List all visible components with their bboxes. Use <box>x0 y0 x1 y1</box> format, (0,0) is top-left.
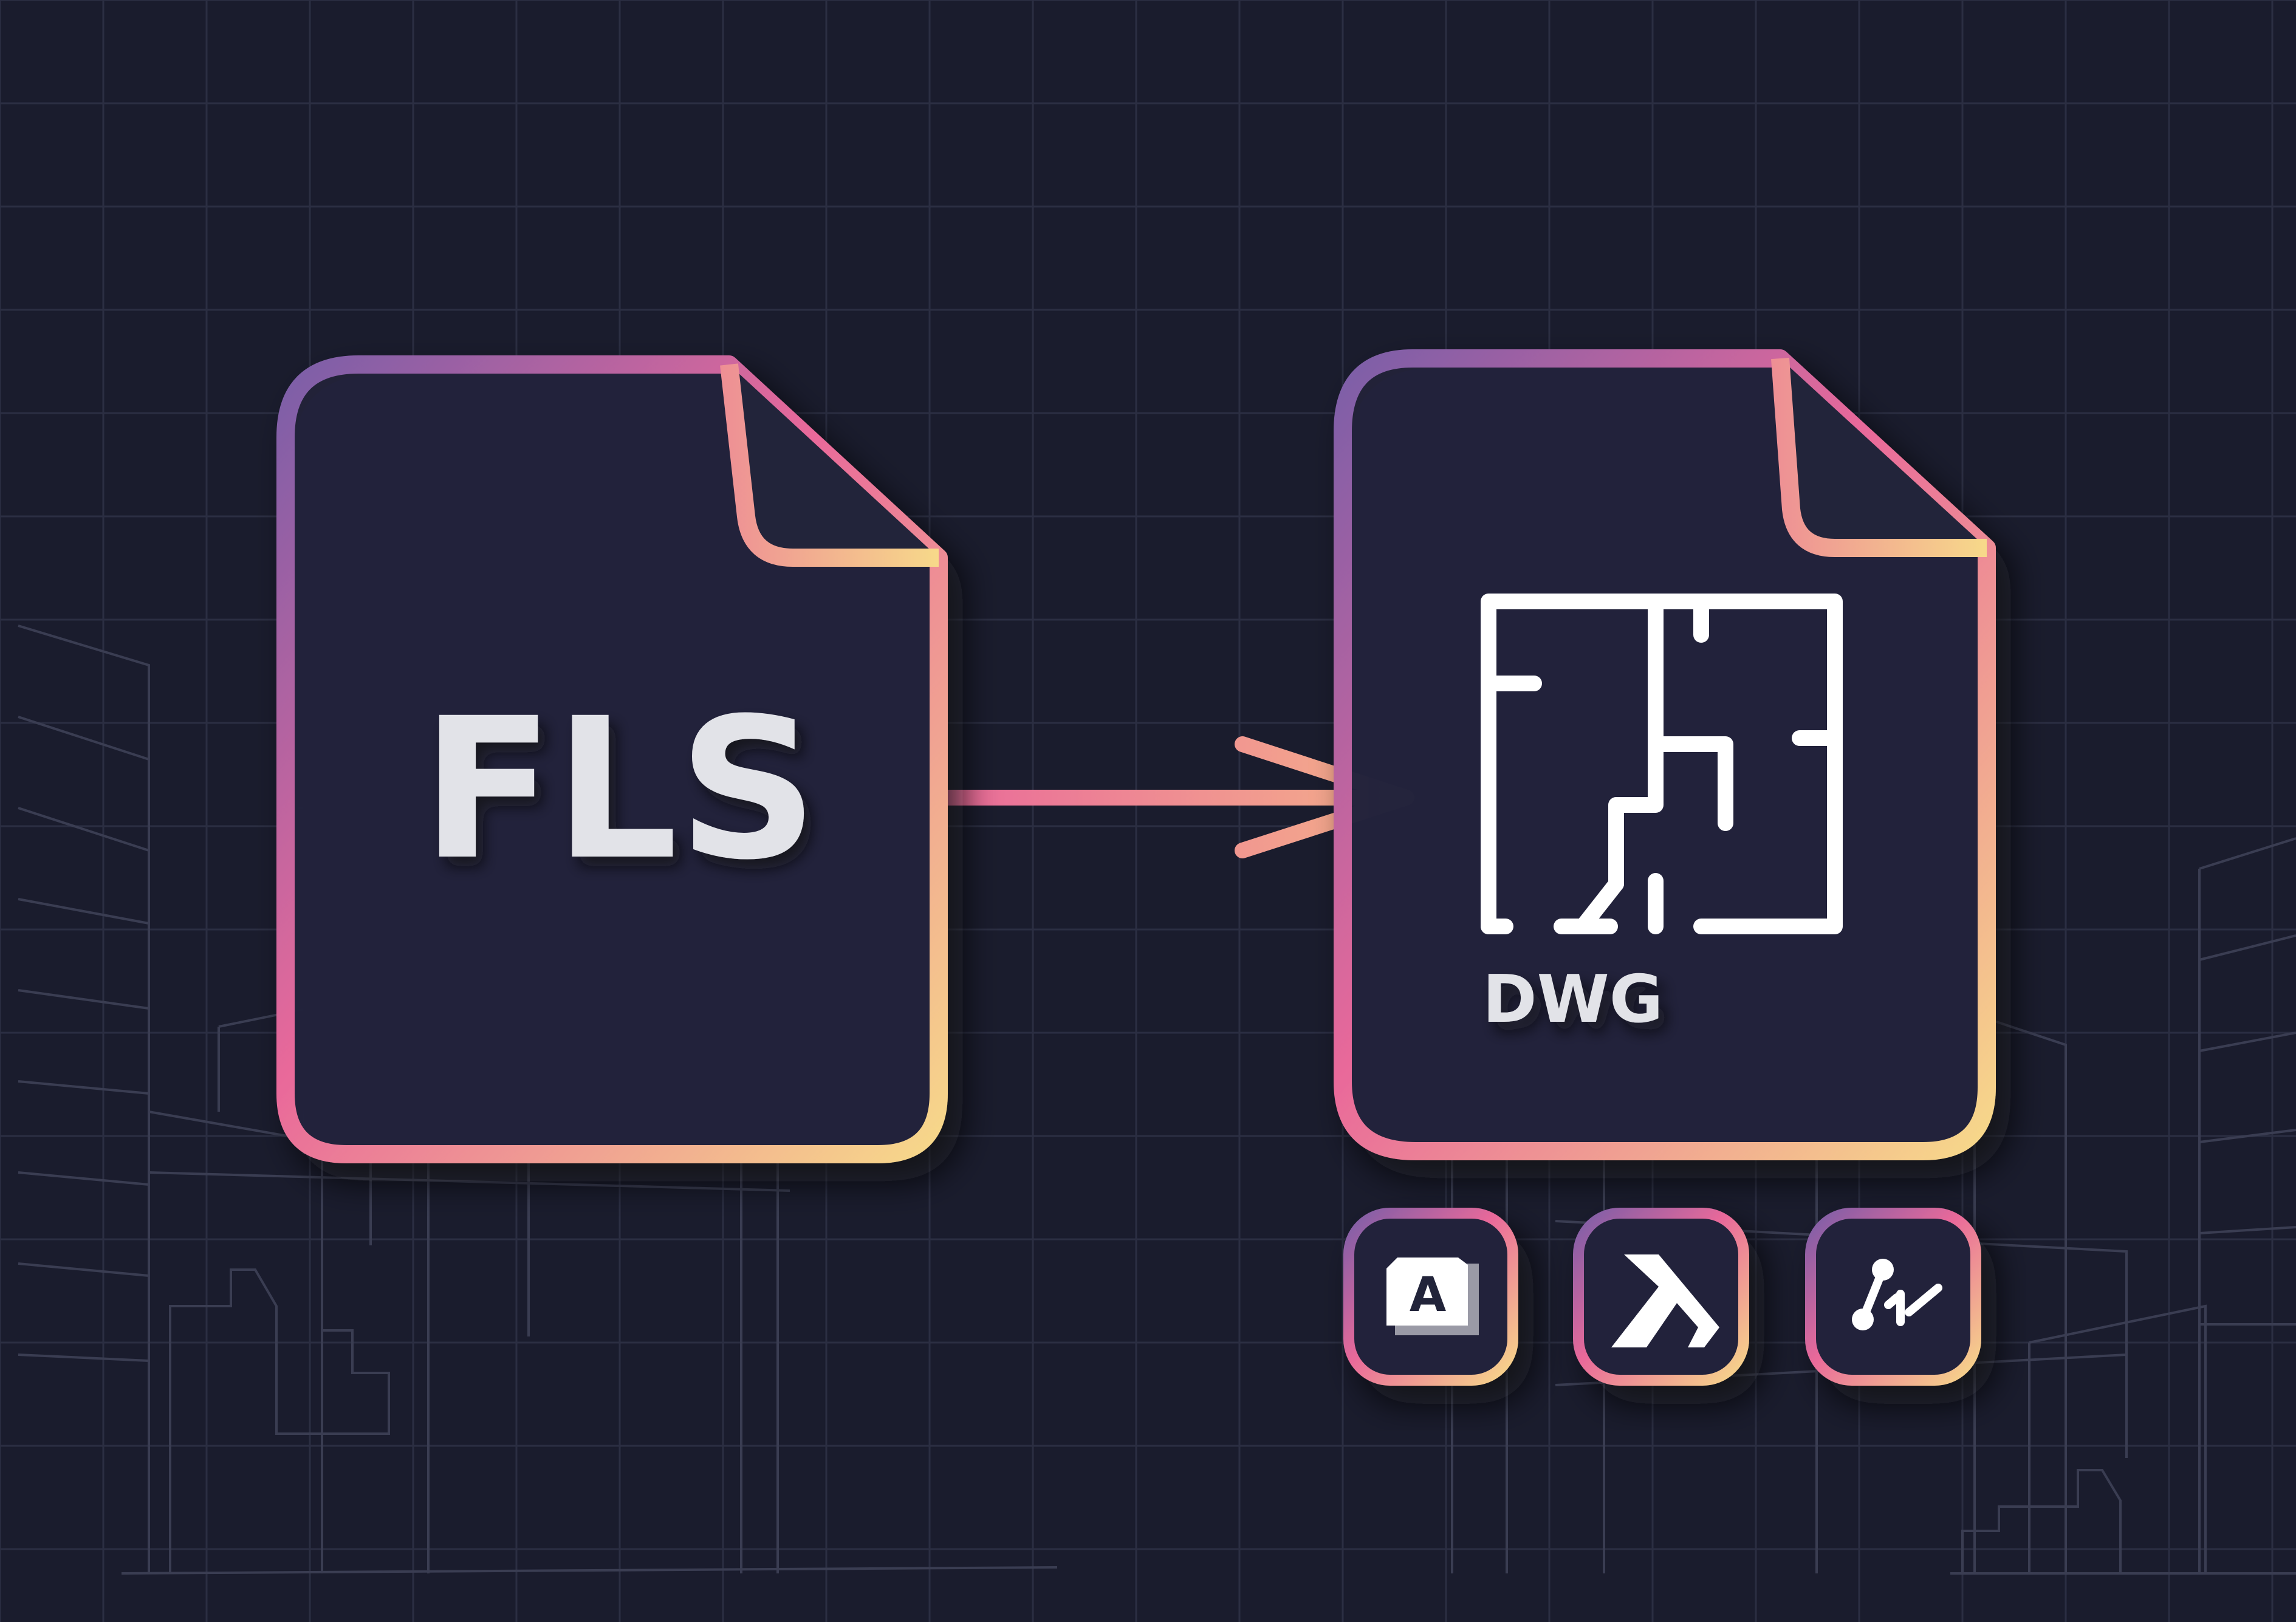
source-file-label: FLS <box>422 677 818 903</box>
floor-plan-icon <box>1481 594 1843 934</box>
target-file-label: DWG <box>1482 962 1663 1038</box>
app-badges: A <box>1343 1208 1981 1386</box>
folded-corner <box>1771 357 1987 557</box>
draftsight-app-icon <box>1805 1208 1981 1386</box>
target-file-icon: DWG <box>1334 349 1996 1160</box>
source-file-icon: FLS <box>276 355 948 1163</box>
bricscad-app-icon <box>1573 1208 1749 1386</box>
autocad-glyph: A <box>1410 1268 1446 1323</box>
folded-corner <box>720 363 939 567</box>
autocad-app-icon: A <box>1343 1208 1518 1386</box>
